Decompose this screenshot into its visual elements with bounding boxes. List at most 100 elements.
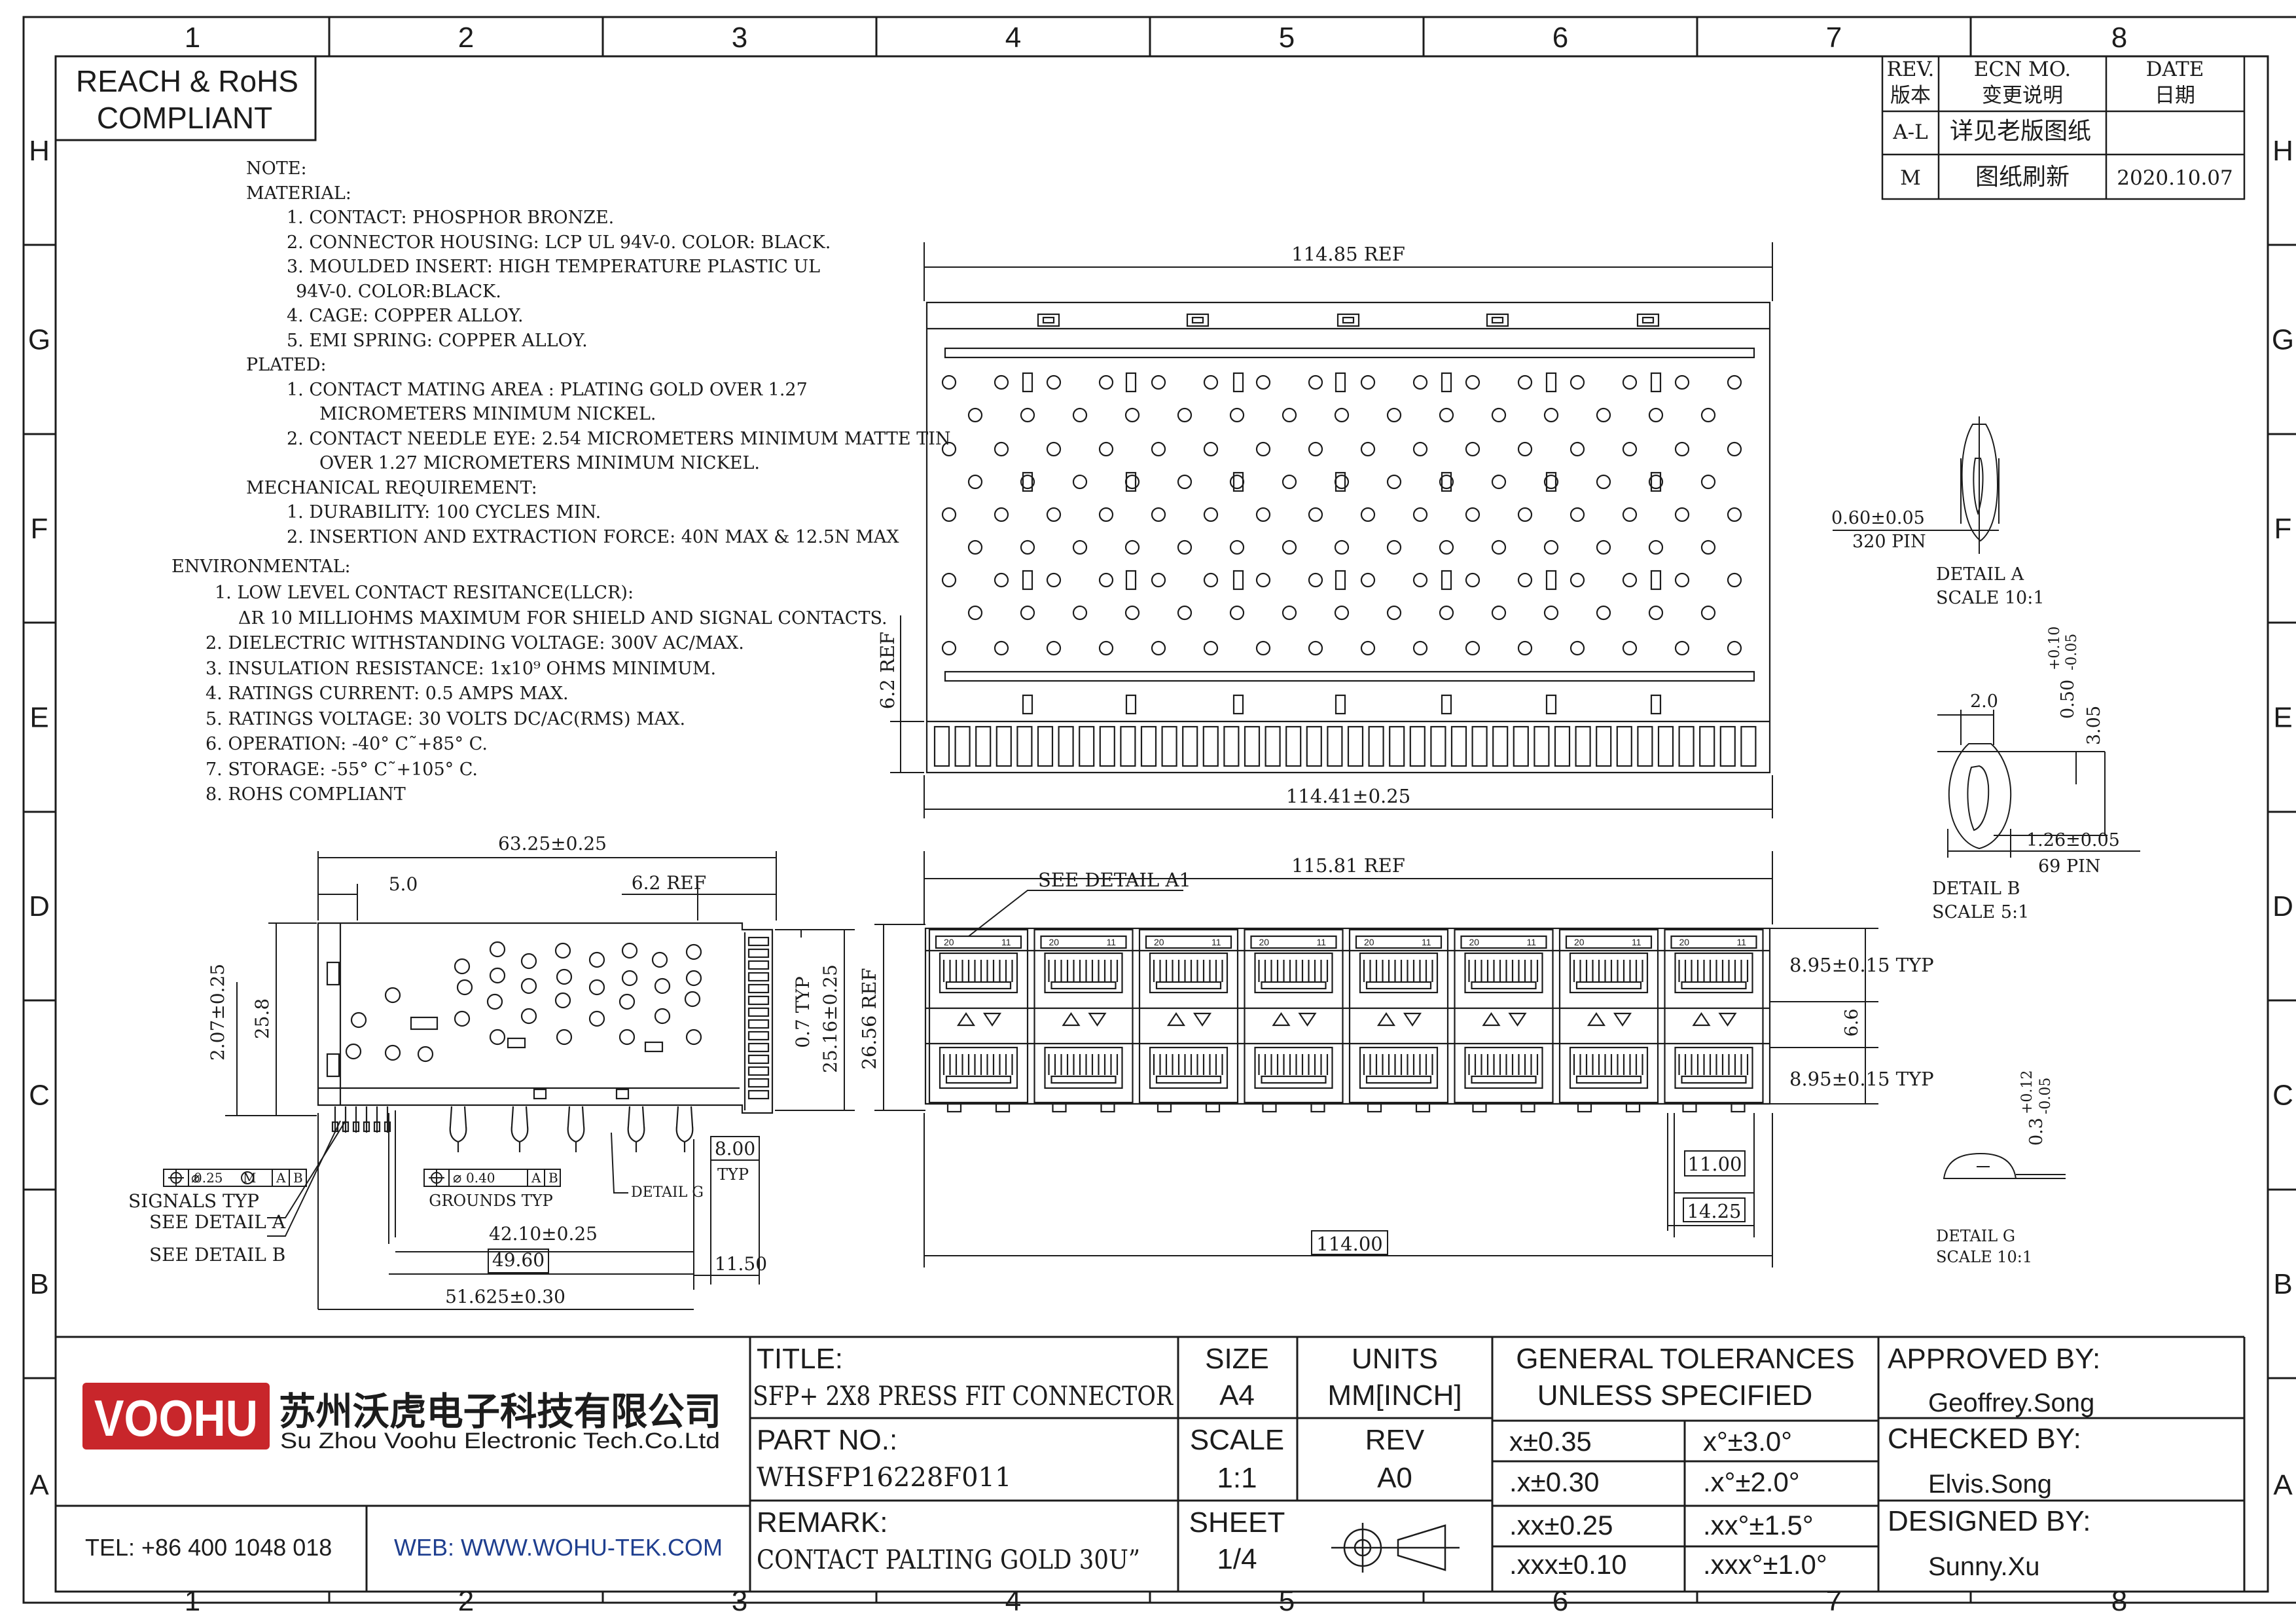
side-signal-pin-tip bbox=[352, 1121, 360, 1133]
top-vent-hole bbox=[1151, 640, 1166, 656]
front-port-frame bbox=[928, 928, 1029, 1104]
front-port-frame bbox=[1558, 928, 1659, 1104]
compliance-line1: REACH & RoHS bbox=[76, 64, 298, 98]
side-d50: 5.0 bbox=[389, 873, 418, 895]
top-vent-hole bbox=[994, 507, 1009, 522]
top-vent-hole bbox=[1098, 374, 1114, 390]
front-latch-down-marker bbox=[1613, 1012, 1632, 1027]
top-comb-tooth bbox=[1657, 725, 1674, 767]
top-comb-tooth bbox=[1596, 725, 1612, 767]
tolerance-linear-3: .xx±0.25 bbox=[1509, 1510, 1613, 1541]
top-vent-hole bbox=[1360, 374, 1376, 390]
zone-col-top-8: 8 bbox=[2111, 22, 2127, 54]
front-port-label-strip bbox=[1460, 935, 1547, 949]
front-port-lower-slot bbox=[1365, 1075, 1432, 1084]
detail-b-pin: 69 PIN bbox=[2038, 856, 2100, 877]
front-foot bbox=[1157, 1103, 1172, 1113]
front-foot bbox=[1625, 1103, 1641, 1113]
tolerance-title-2: UNLESS SPECIFIED bbox=[1537, 1379, 1813, 1412]
top-vent-hole bbox=[1439, 474, 1454, 490]
front-latch-up-marker bbox=[1482, 1012, 1501, 1027]
designed-name: Sunny.Xu bbox=[1928, 1552, 2040, 1581]
drawing-title: SFP+ 2X8 PRESS FIT CONNECTOR bbox=[753, 1381, 1174, 1412]
top-vent-hole bbox=[994, 640, 1009, 656]
front-port-upper-cage bbox=[1044, 952, 1123, 994]
top-vent-hole bbox=[1465, 441, 1480, 457]
front-foot bbox=[946, 1103, 962, 1113]
side-view bbox=[317, 922, 774, 1152]
top-vent-hole bbox=[1020, 407, 1035, 423]
top-vent-hole bbox=[941, 374, 957, 390]
top-vent-hole bbox=[1727, 640, 1742, 656]
note-line-20: 2. DIELECTRIC WITHSTANDING VOLTAGE: 300V… bbox=[206, 633, 744, 653]
detail-b bbox=[1937, 710, 2140, 858]
note-line-1: NOTE: bbox=[246, 158, 307, 179]
top-slot bbox=[1232, 372, 1244, 393]
side-signal-pin-tip bbox=[373, 1121, 381, 1133]
top-comb-tooth bbox=[1450, 725, 1467, 767]
top-slot bbox=[1335, 570, 1346, 591]
zone-row-right-H: H bbox=[2272, 135, 2293, 167]
top-vent-hole bbox=[1386, 539, 1402, 555]
note-line-2: MATERIAL: bbox=[246, 183, 351, 204]
note-line-14: MECHANICAL REQUIREMENT: bbox=[246, 478, 537, 498]
front-port-lower-cage bbox=[939, 1046, 1018, 1089]
front-pitch-11: 11.00 bbox=[1687, 1153, 1742, 1175]
top-slot bbox=[1335, 471, 1346, 492]
top-comb-tooth bbox=[1409, 725, 1426, 767]
top-slot bbox=[1335, 372, 1346, 393]
top-vent-hole bbox=[1596, 539, 1611, 555]
top-comb-tooth bbox=[1513, 725, 1529, 767]
top-vent-hole bbox=[967, 539, 983, 555]
side-vent-hole bbox=[554, 942, 571, 959]
top-slot bbox=[1650, 694, 1662, 715]
side-vent-hole bbox=[454, 958, 471, 975]
top-vent-hole bbox=[941, 572, 957, 588]
top-view bbox=[925, 301, 1771, 774]
front-port-label-strip bbox=[935, 935, 1022, 949]
rev-row-2-ecn: 图纸刷新 bbox=[1975, 164, 2070, 191]
front-foot bbox=[1520, 1103, 1535, 1113]
top-comb-tooth bbox=[1637, 725, 1653, 767]
top-vent-hole bbox=[1124, 605, 1140, 621]
top-vent-hole bbox=[1334, 605, 1350, 621]
front-port-frame bbox=[1244, 928, 1344, 1104]
zone-row-right-B: B bbox=[2273, 1268, 2292, 1300]
top-vent-hole bbox=[1151, 374, 1166, 390]
top-slot bbox=[1022, 372, 1033, 393]
front-port-frame bbox=[1664, 928, 1764, 1104]
side-vent-hole bbox=[654, 1008, 671, 1025]
company-tel: TEL: +86 400 1048 018 bbox=[85, 1534, 332, 1561]
top-latch-tab-inner bbox=[1042, 316, 1055, 324]
side-vent-hole bbox=[454, 1010, 471, 1027]
front-latch-down-marker bbox=[1718, 1012, 1737, 1027]
top-vent-hole bbox=[1517, 441, 1533, 457]
top-comb-tooth bbox=[1699, 725, 1715, 767]
side-view-dimensions bbox=[225, 851, 855, 1310]
compliance-line2: COMPLIANT bbox=[97, 101, 272, 135]
top-vent-hole bbox=[1255, 441, 1271, 457]
zone-col-bottom-3: 3 bbox=[732, 1585, 747, 1617]
title-block-grid bbox=[56, 1336, 2246, 1592]
front-latch-up-marker bbox=[956, 1012, 976, 1027]
size-value: A4 bbox=[1219, 1379, 1255, 1412]
note-line-7: 4. CAGE: COPPER ALLOY. bbox=[287, 306, 524, 326]
front-port-label-strip bbox=[1355, 935, 1443, 949]
side-vent-hole bbox=[486, 993, 503, 1010]
front-latch-up-marker bbox=[1062, 1012, 1081, 1027]
front-port-pin-label-a: 20 bbox=[1259, 937, 1270, 947]
top-vent-hole bbox=[1255, 640, 1271, 656]
top-vent-hole bbox=[1517, 507, 1533, 522]
top-slot bbox=[1545, 694, 1557, 715]
detail-g-scale: SCALE 10:1 bbox=[1936, 1248, 2032, 1266]
tolerance-linear-4: .xxx±0.10 bbox=[1509, 1549, 1626, 1580]
date-header-cn: 日期 bbox=[2155, 84, 2195, 107]
top-height-ref: 6.2 REF bbox=[876, 632, 899, 709]
top-vent-hole bbox=[1727, 572, 1742, 588]
grounds-tol: 0.40 bbox=[466, 1170, 495, 1186]
note-line-17: ENVIRONMENTAL: bbox=[171, 556, 351, 577]
front-port-pin-label-b: 11 bbox=[1527, 937, 1537, 947]
front-port-lower-slot bbox=[1155, 1075, 1222, 1084]
front-port-lower-cage bbox=[1359, 1046, 1439, 1089]
top-vent-hole bbox=[1072, 407, 1088, 423]
